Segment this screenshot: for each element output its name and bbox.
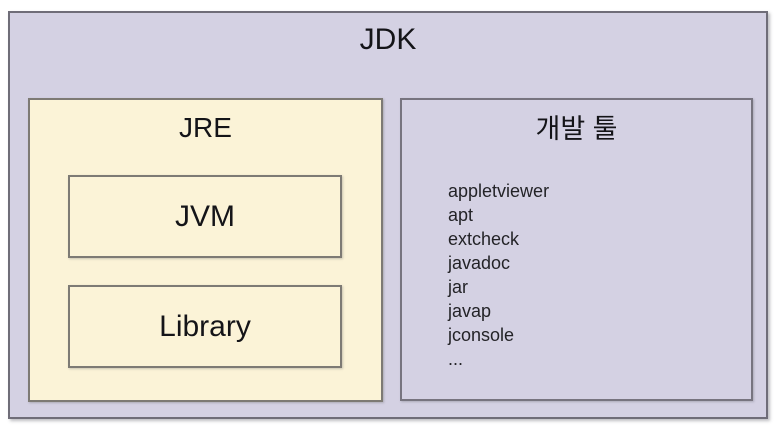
jre-box: JRE JVM Library: [28, 98, 383, 402]
jre-title: JRE: [179, 112, 232, 143]
dev-tools-list: appletviewer apt extcheck javadoc jar ja…: [448, 179, 549, 371]
library-label: Library: [159, 309, 251, 343]
tool-item: jar: [448, 277, 469, 297]
tool-item: extcheck: [448, 229, 520, 249]
jdk-title: JDK: [359, 23, 417, 56]
jvm-label: JVM: [175, 199, 235, 233]
jvm-box: JVM: [68, 175, 342, 258]
dev-tools-title: 개발 툴: [535, 114, 618, 144]
tool-item: javap: [448, 301, 492, 321]
library-box: Library: [68, 285, 342, 368]
tool-item: ...: [448, 349, 464, 369]
tool-item: jconsole: [448, 325, 515, 345]
tool-item: appletviewer: [448, 181, 550, 201]
tool-item: apt: [448, 205, 474, 225]
dev-tools-box: 개발 툴 appletviewer apt extcheck javadoc j…: [400, 98, 753, 401]
tool-item: javadoc: [448, 253, 511, 273]
jdk-container-box: JDK JRE JVM Library 개발 툴 appletviewer ap…: [8, 11, 768, 419]
